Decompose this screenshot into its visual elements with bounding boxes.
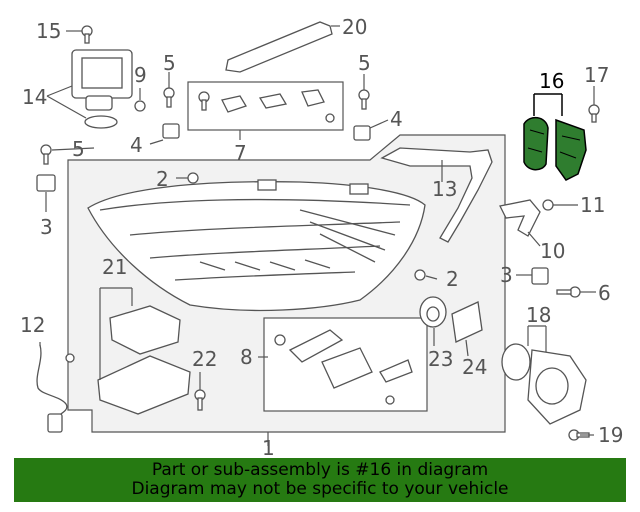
callout-4b: 4: [390, 107, 403, 131]
callout-3b: 3: [500, 263, 513, 287]
parts-diagram: 15 20 14 9 5 5 16 17 4 7 4 5 2 13 11 3 1…: [20, 15, 623, 458]
part-16-highlighted: [523, 116, 587, 181]
callout-8: 8: [240, 345, 253, 369]
bolt-6: [556, 286, 581, 298]
clip-2b: [414, 269, 426, 281]
bolt-5a: [163, 87, 175, 108]
callout-12: 12: [20, 313, 45, 337]
cover-24: [451, 301, 483, 343]
callout-1: 1: [262, 436, 275, 458]
callout-11: 11: [580, 193, 605, 217]
callout-6: 6: [598, 281, 611, 305]
module-18: [527, 349, 587, 425]
callout-5c: 5: [72, 137, 85, 161]
callout-13: 13: [432, 177, 457, 201]
headlamp-housing: [87, 179, 426, 312]
callout-4a: 4: [130, 133, 143, 157]
clip-2a: [187, 172, 199, 184]
ring-18: [501, 343, 531, 381]
callout-23: 23: [428, 347, 453, 371]
clip-4a: [162, 123, 180, 139]
callout-24: 24: [462, 355, 487, 379]
banner-line-2: Diagram may not be specific to your vehi…: [131, 479, 509, 499]
bolt-17: [588, 104, 600, 123]
banner-line-1: Part or sub-assembly is #16 in diagram: [151, 460, 489, 480]
callout-15: 15: [36, 19, 61, 43]
callout-5b: 5: [358, 51, 371, 75]
control-module-14: [71, 49, 133, 129]
bolt-11: [542, 199, 554, 211]
callout-21: 21: [102, 255, 127, 279]
callout-19: 19: [598, 423, 623, 447]
bolt-22: [194, 389, 206, 411]
callout-7: 7: [234, 141, 247, 165]
callout-3a: 3: [40, 215, 53, 239]
leader-lines: [39, 25, 596, 446]
trim-strip-13: [380, 147, 493, 243]
harness-connector: [47, 413, 63, 433]
leader-16: [533, 93, 563, 116]
clip-4b: [353, 125, 371, 141]
bracket-20: [225, 21, 333, 73]
bulb-socket-23: [419, 296, 447, 328]
callout-5a: 5: [163, 51, 176, 75]
bracket-10: [499, 199, 541, 237]
bolt-15: [81, 25, 93, 44]
bolt-5c: [40, 144, 52, 165]
callout-18: 18: [526, 303, 551, 327]
callout-20: 20: [342, 15, 367, 39]
bolt-5b: [358, 89, 370, 110]
cover-21: [97, 355, 191, 415]
callout-10: 10: [540, 239, 565, 263]
seal-21: [109, 305, 181, 355]
callout-14: 14: [22, 85, 47, 109]
callout-22: 22: [192, 347, 217, 371]
callout-2b: 2: [446, 267, 459, 291]
bracket-3b: [531, 267, 549, 285]
info-banner: Part or sub-assembly is #16 in diagram D…: [14, 458, 626, 502]
bracket-3a: [36, 174, 56, 192]
callout-16: 16: [539, 69, 564, 93]
callout-17: 17: [584, 63, 609, 87]
nut-9: [134, 100, 146, 112]
harness-12: [36, 344, 68, 419]
callout-9: 9: [134, 63, 147, 87]
callout-2a: 2: [156, 167, 169, 191]
